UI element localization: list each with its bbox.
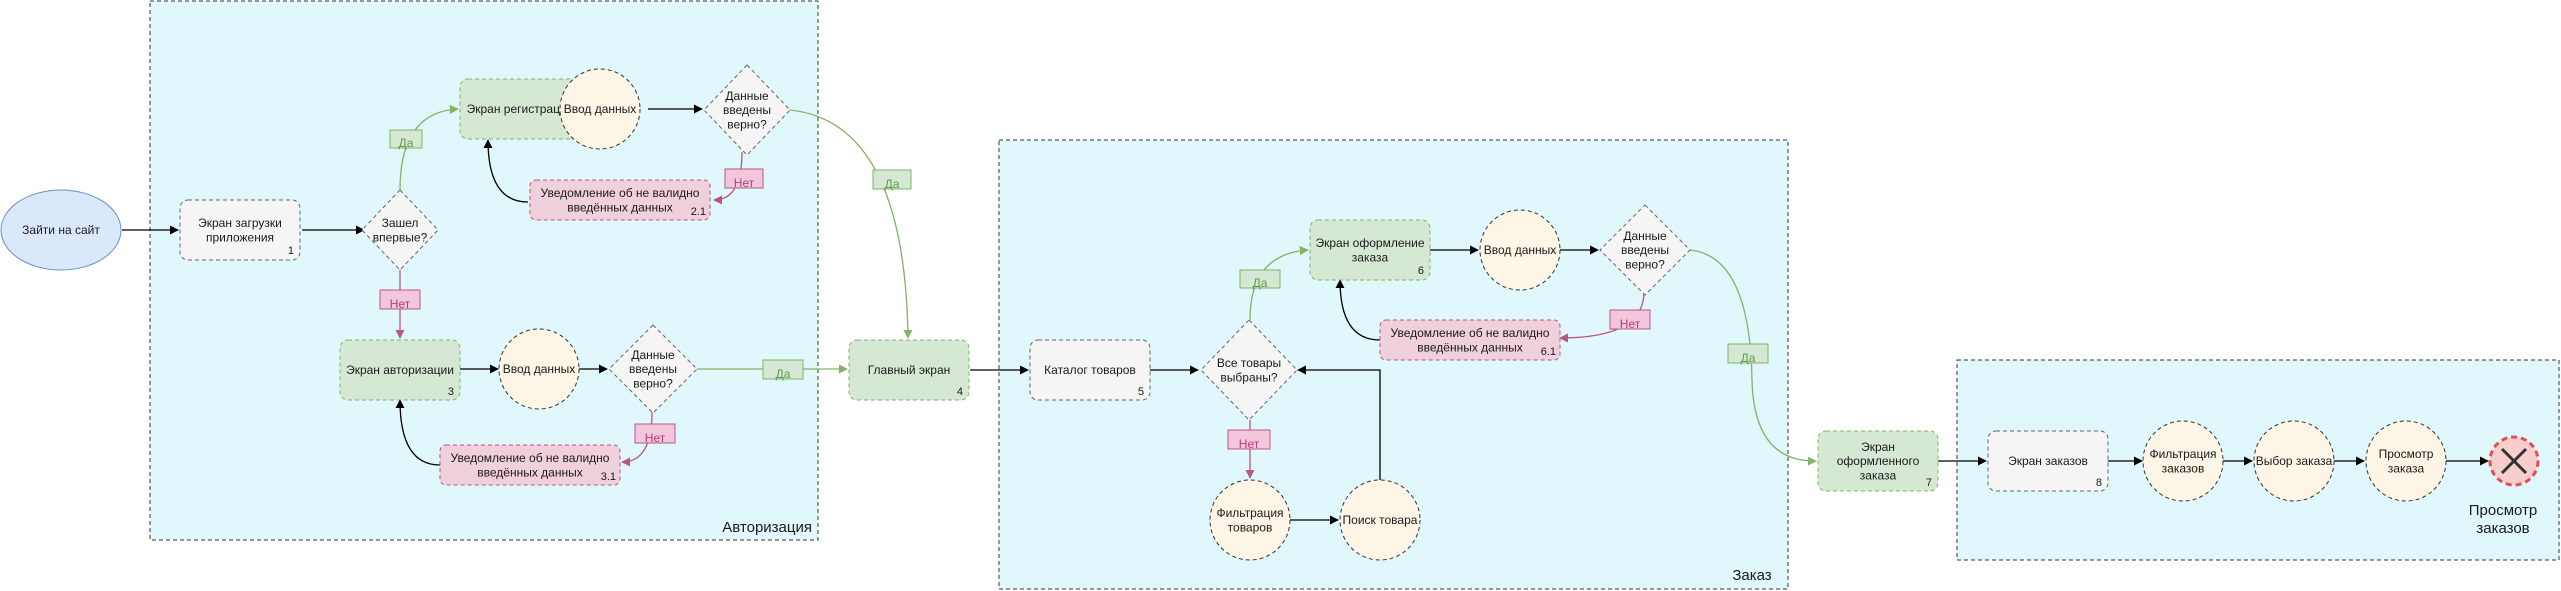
svg-text:Да: Да (1253, 276, 1268, 290)
svg-text:Да: Да (399, 136, 414, 150)
svg-text:Экран регистрации: Экран регистрации (467, 102, 574, 116)
svg-text:6.1: 6.1 (1541, 346, 1556, 358)
svg-text:Поиск товара: Поиск товара (1343, 513, 1418, 527)
edge-regerror-reg (483, 139, 529, 203)
svg-text:Ввод данных: Ввод данных (1484, 243, 1557, 257)
yes-label-regcheck: Да (872, 169, 912, 191)
svg-text:8: 8 (2096, 477, 2102, 489)
no-label-firsttime: Нет (379, 289, 421, 311)
svg-text:7: 7 (1926, 477, 1932, 489)
svg-text:Выбор заказа: Выбор заказа (2256, 454, 2333, 468)
svg-text:1: 1 (288, 245, 294, 257)
svg-text:Нет: Нет (1620, 317, 1641, 331)
start-node-label: Зайти на сайт (22, 223, 100, 237)
authorization-input-node[interactable]: Ввод данных (498, 328, 580, 410)
svg-text:Нет: Нет (390, 297, 411, 311)
no-label-authcheck: Нет (634, 423, 676, 445)
edges (122, 104, 2489, 525)
svg-text:Главный экран: Главный экран (868, 363, 951, 377)
svg-text:Нет: Нет (1239, 437, 1260, 451)
svg-text:Ввод данных: Ввод данных (503, 362, 576, 376)
svg-text:Ввод данных: Ввод данных (564, 102, 637, 116)
svg-text:Нет: Нет (734, 176, 755, 190)
search-goods-node[interactable]: Поиск товара (1339, 479, 1421, 561)
no-label-checkoutcheck: Нет (1609, 309, 1651, 331)
no-label-allselected: Нет (1227, 429, 1271, 451)
svg-text:Да: Да (885, 177, 900, 191)
svg-text:Нет: Нет (645, 431, 666, 445)
group-auth-label: Авторизация (722, 519, 812, 536)
catalog-screen-node[interactable]: Каталог товаров 5 (1029, 339, 1151, 401)
edge-checkoutcheck-placed-yes (1689, 249, 1817, 466)
svg-text:3: 3 (448, 386, 454, 398)
svg-text:6: 6 (1418, 265, 1424, 277)
yes-label-firsttime: Да (389, 129, 423, 150)
yes-label-authcheck: Да (762, 359, 804, 381)
close-x-icon (2500, 447, 2528, 475)
svg-text:Каталог товаров: Каталог товаров (1044, 363, 1136, 377)
svg-text:Да: Да (1741, 351, 1756, 365)
svg-text:Да: Да (776, 367, 791, 381)
end-node[interactable] (2488, 435, 2540, 487)
yes-label-allselected: Да (1239, 269, 1281, 290)
no-label-regcheck: Нет (724, 168, 764, 190)
start-node[interactable]: Зайти на сайт (0, 189, 122, 271)
svg-text:2.1: 2.1 (691, 206, 706, 218)
edge-authcheck-autherror-no (621, 411, 653, 467)
checkout-input-node[interactable]: Ввод данных (1479, 209, 1561, 291)
edge-labels: Да Нет Нет Да Да Нет Да Нет (379, 129, 1769, 451)
svg-text:5: 5 (1138, 386, 1144, 398)
registration-input-node[interactable]: Ввод данных (559, 68, 641, 150)
svg-text:3.1: 3.1 (601, 471, 616, 483)
group-order-label: Заказ (1732, 567, 1771, 584)
edge-search-allselected (1297, 365, 1381, 480)
authorization-screen-node[interactable]: Экран авторизации 3 (339, 339, 461, 401)
svg-text:4: 4 (957, 386, 963, 398)
choose-order-node[interactable]: Выбор заказа (2253, 420, 2335, 502)
main-screen-node[interactable]: Главный экран 4 (848, 339, 970, 401)
svg-text:Экран заказов: Экран заказов (2008, 454, 2088, 468)
yes-label-checkoutcheck: Да (1727, 343, 1769, 365)
orders-screen-node[interactable]: Экран заказов 8 (1987, 430, 2109, 492)
edge-checkouterror-checkout (1335, 279, 1381, 341)
svg-text:Экран авторизации: Экран авторизации (346, 363, 454, 377)
edge-autherror-auth (395, 399, 441, 466)
